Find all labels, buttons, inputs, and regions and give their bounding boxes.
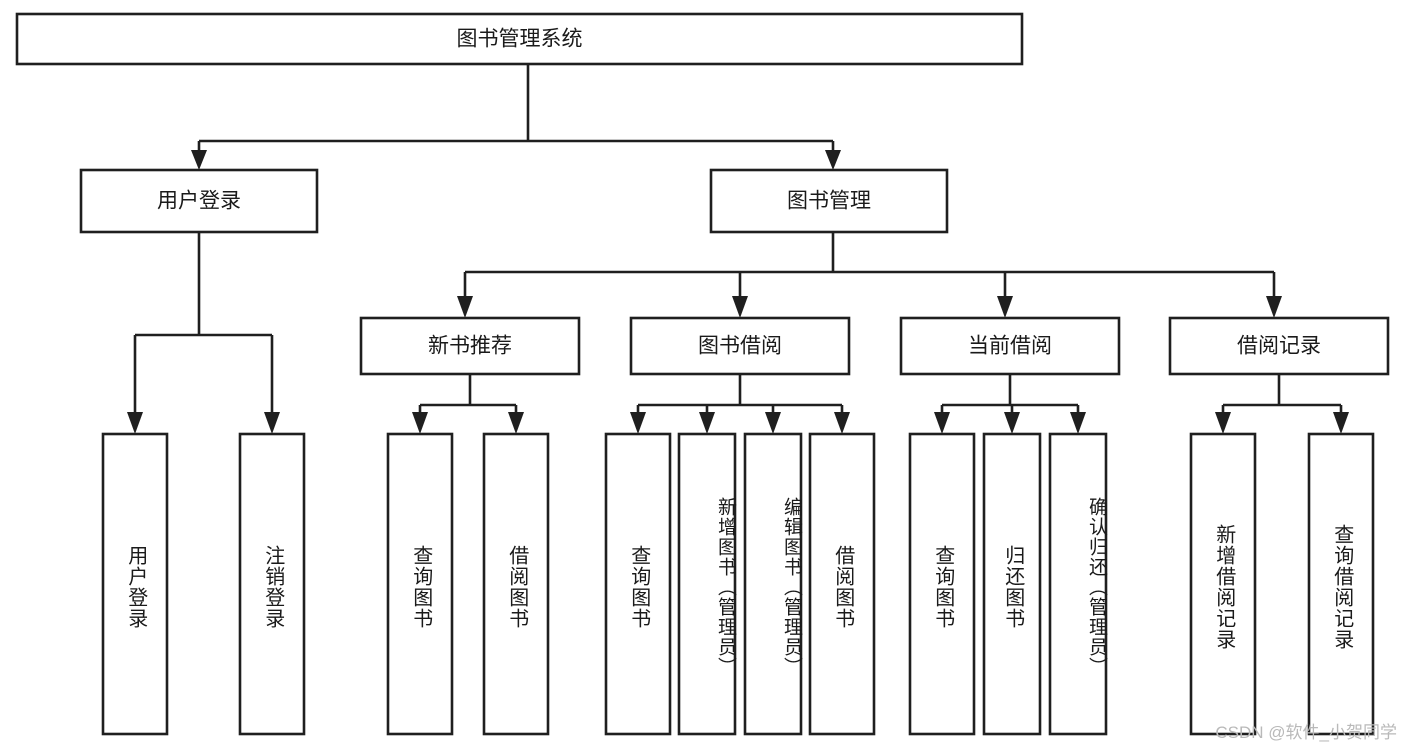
node-leaf-query-book-rec-box[interactable] xyxy=(386,432,454,736)
connector-group-book-borrow xyxy=(630,374,850,434)
node-leaf-add-book-box[interactable] xyxy=(677,432,737,736)
arrow-head-leaf-add-book xyxy=(699,412,715,434)
node-book-manage[interactable]: 图书管理 xyxy=(709,168,949,234)
node-new-book-recommend[interactable]: 新书推荐 xyxy=(359,316,581,376)
connector-group-root xyxy=(191,64,841,170)
csdn-watermark: CSDN @软件_小贺同学 xyxy=(1215,723,1397,742)
arrow-head-leaf-borrow-book-rec xyxy=(508,412,524,434)
node-leaf-query-book-current-box[interactable] xyxy=(908,432,976,736)
node-book-manage-box[interactable] xyxy=(709,168,949,234)
arrow-head-leaf-query-book-borrow xyxy=(630,412,646,434)
arrow-head-leaf-edit-book xyxy=(765,412,781,434)
arrow-head-leaf-borrow-book xyxy=(834,412,850,434)
node-user-login-box[interactable] xyxy=(79,168,319,234)
node-leaf-query-book-borrow-box[interactable] xyxy=(604,432,672,736)
arrow-head-current-borrow xyxy=(997,296,1013,318)
node-new-book-recommend-label: 新书推荐 xyxy=(428,335,512,358)
node-book-borrow-box[interactable] xyxy=(629,316,851,376)
node-leaf-add-borrow-record-box[interactable] xyxy=(1189,432,1257,736)
arrow-head-borrow-record xyxy=(1266,296,1282,318)
node-leaf-return-book-box[interactable] xyxy=(982,432,1042,736)
node-current-borrow[interactable]: 当前借阅 xyxy=(899,316,1121,376)
arrow-head-leaf-return-book xyxy=(1004,412,1020,434)
connector-group-book-manage xyxy=(457,232,1282,318)
connector-group-user-login xyxy=(127,232,280,434)
arrow-head-leaf-query-borrow-record xyxy=(1333,412,1349,434)
node-leaf-logout-box[interactable] xyxy=(238,432,306,736)
leaf-boxes-group xyxy=(101,432,1375,736)
node-borrow-record[interactable]: 借阅记录 xyxy=(1168,316,1390,376)
node-book-borrow[interactable]: 图书借阅 xyxy=(629,316,851,376)
node-borrow-record-label: 借阅记录 xyxy=(1237,335,1321,358)
arrow-head-book-manage xyxy=(825,150,841,170)
node-leaf-borrow-book-box[interactable] xyxy=(808,432,876,736)
arrow-head-leaf-add-borrow-record xyxy=(1215,412,1231,434)
arrow-head-leaf-confirm-return xyxy=(1070,412,1086,434)
arrow-head-book-borrow xyxy=(732,296,748,318)
arrow-head-leaf-logout xyxy=(264,412,280,434)
node-leaf-confirm-return-box[interactable] xyxy=(1048,432,1108,736)
node-leaf-edit-book-box[interactable] xyxy=(743,432,803,736)
arrow-head-leaf-user-login xyxy=(127,412,143,434)
connector-group-new-book-recommend xyxy=(412,374,524,434)
node-book-manage-label: 图书管理 xyxy=(787,190,871,213)
arrow-head-leaf-query-book-current xyxy=(934,412,950,434)
connector-group-current-borrow xyxy=(934,374,1086,434)
arrow-head-new-book-recommend xyxy=(457,296,473,318)
node-root-box[interactable] xyxy=(15,12,1024,66)
connector-group-borrow-record xyxy=(1215,374,1349,434)
node-user-login-label: 用户登录 xyxy=(157,190,241,213)
node-borrow-record-box[interactable] xyxy=(1168,316,1390,376)
node-book-borrow-label: 图书借阅 xyxy=(698,335,782,358)
node-current-borrow-box[interactable] xyxy=(899,316,1121,376)
arrow-head-leaf-query-book-rec xyxy=(412,412,428,434)
node-current-borrow-label: 当前借阅 xyxy=(968,335,1052,358)
node-new-book-recommend-box[interactable] xyxy=(359,316,581,376)
node-leaf-query-borrow-record-box[interactable] xyxy=(1307,432,1375,736)
node-root-label: 图书管理系统 xyxy=(457,28,583,51)
arrow-head-user-login xyxy=(191,150,207,170)
node-leaf-borrow-book-rec-box[interactable] xyxy=(482,432,550,736)
node-user-login[interactable]: 用户登录 xyxy=(79,168,319,234)
node-root[interactable]: 图书管理系统 xyxy=(15,12,1024,66)
node-leaf-user-login-box[interactable] xyxy=(101,432,169,736)
